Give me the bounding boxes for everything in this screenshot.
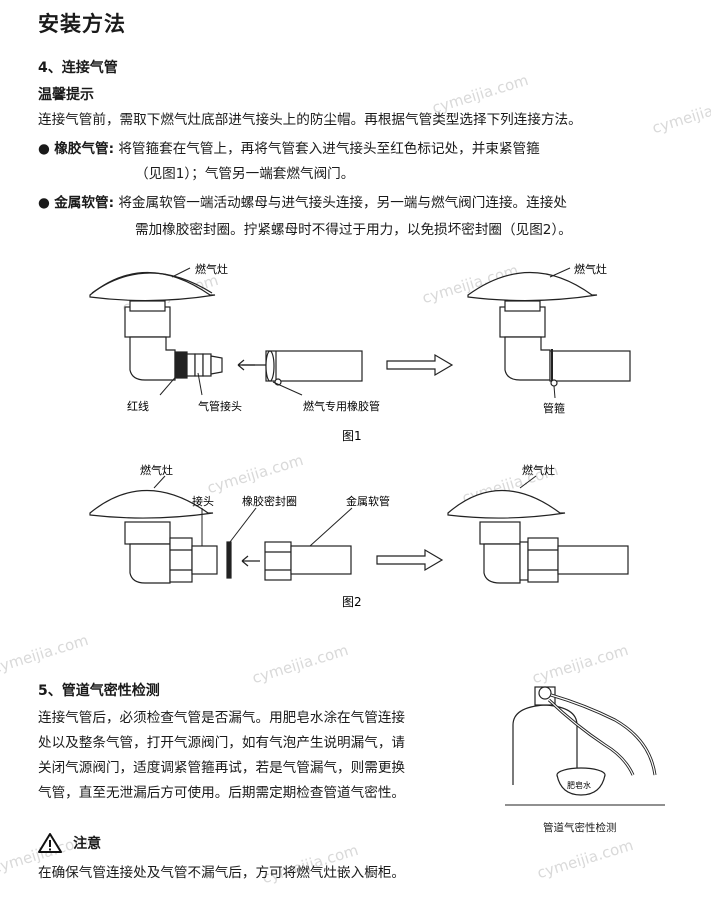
watermark: cymeijia.com — [650, 90, 711, 138]
notice-text: 在确保气管连接处及气管不漏气后，方可将燃气灶嵌入橱柜。 — [38, 865, 406, 881]
figure-1-caption: 图1 — [342, 429, 362, 443]
stove-body-left — [124, 306, 171, 338]
notice-heading: 注意 — [73, 836, 102, 852]
page-title: 安装方法 — [38, 12, 126, 36]
metal-hose-item: ● 金属软管: 将金属软管一端活动螺母与进气接头连接，另一端与燃气阀门连接。连接… — [38, 192, 567, 214]
metal-hose-text-2: 需加橡胶密封圈。拧紧螺母时不得过于用力，以免损坏密封圈（见图2）。 — [135, 222, 572, 238]
joint — [191, 545, 218, 575]
seal-ring — [226, 541, 232, 579]
metal-hose-nut — [264, 541, 292, 581]
rubber-hose — [265, 350, 363, 382]
section-5-heading: 5、管道气密性检测 — [38, 683, 160, 699]
intro-text: 连接气管前，需取下燃气灶底部进气接头上的防尘帽。再根据气管类型选择下列连接方法。 — [38, 112, 582, 128]
section-5-body: 连接气管后，必须检查气管是否漏气。用肥皂水涂在气管连接 处以及整条气管，打开气源… — [38, 706, 405, 806]
metal-hose-label: 金属软管 — [346, 494, 390, 508]
stove-cap-left — [89, 271, 216, 302]
watermark: cymeijia.com — [250, 640, 351, 688]
joint-nut — [169, 537, 193, 583]
rubber-hose-label: 燃气专用橡胶管 — [303, 399, 380, 413]
watermark: cymeijia.com — [535, 835, 636, 883]
tip-heading: 温馨提示 — [38, 87, 94, 103]
bullet-dot-icon: ● — [38, 195, 50, 211]
bullet-dot-icon: ● — [38, 141, 50, 157]
metal-hose-text: 将金属软管一端活动螺母与进气接头连接，另一端与燃气阀门连接。连接处 — [118, 195, 567, 211]
leak-test-caption: 管道气密性检测 — [543, 822, 617, 834]
clamp-label: 管箍 — [543, 401, 565, 415]
metal-hose-label: 金属软管: — [54, 195, 115, 211]
section-5-line: 处以及整条气管，打开气源阀门，如有气泡产生说明漏气，请 — [38, 735, 406, 751]
joint-label: 接头 — [192, 495, 214, 508]
seal-label: 橡胶密封圈 — [242, 494, 297, 508]
stove-label-left: 燃气灶 — [195, 262, 228, 276]
figure-2-caption: 图2 — [342, 595, 362, 609]
leak-test-illustration: 肥皂水 — [505, 686, 665, 806]
section-5-line: 连接气管后，必须检查气管是否漏气。用肥皂水涂在气管连接 — [38, 710, 406, 726]
gas-joint-label: 气管接头 — [198, 399, 242, 413]
stove-label-right: 燃气灶 — [522, 463, 555, 477]
hose-connected — [549, 350, 631, 382]
red-line-label: 红线 — [127, 399, 149, 413]
section-4-heading: 4、连接气管 — [38, 60, 118, 76]
section-5-line: 气管，直至无泄漏后方可使用。后期需定期检查管道气密性。 — [38, 785, 406, 801]
stove-label-right: 燃气灶 — [574, 262, 607, 276]
metal-hose — [290, 545, 352, 575]
figure-1-diagram: 燃气灶 燃气灶 红线 气管接头 燃气专用橡胶管 管箍 图1 — [89, 262, 631, 443]
elbow-left — [129, 336, 176, 381]
rubber-hose-item: ● 橡胶气管: 将管箍套在气管上，再将气管套入进气接头至红色标记处，并束紧管箍 — [38, 138, 540, 160]
notice-heading-row: 注意 — [38, 832, 101, 854]
figure-2-diagram: 燃气灶 燃气灶 接头 橡胶密封圈 金属软管 图2 — [89, 463, 629, 609]
red-line-mark — [174, 351, 188, 379]
stove-label-left: 燃气灶 — [140, 463, 173, 477]
watermark: cymeijia.com — [0, 630, 91, 678]
rubber-hose-text-2: （见图1）；气管另一端套燃气阀门。 — [135, 166, 355, 182]
rubber-hose-text: 将管箍套在气管上，再将气管套入进气接头至红色标记处，并束紧管箍 — [118, 141, 540, 157]
stove-cap-right — [467, 271, 598, 302]
section-5-line: 关闭气源阀门，适度调紧管箍再试，若是气管漏气，则需更换 — [38, 760, 406, 776]
soap-label: 肥皂水 — [567, 780, 591, 790]
arrow-right — [386, 353, 454, 377]
warning-icon — [38, 833, 62, 853]
rubber-hose-label: 橡胶气管: — [54, 141, 115, 157]
